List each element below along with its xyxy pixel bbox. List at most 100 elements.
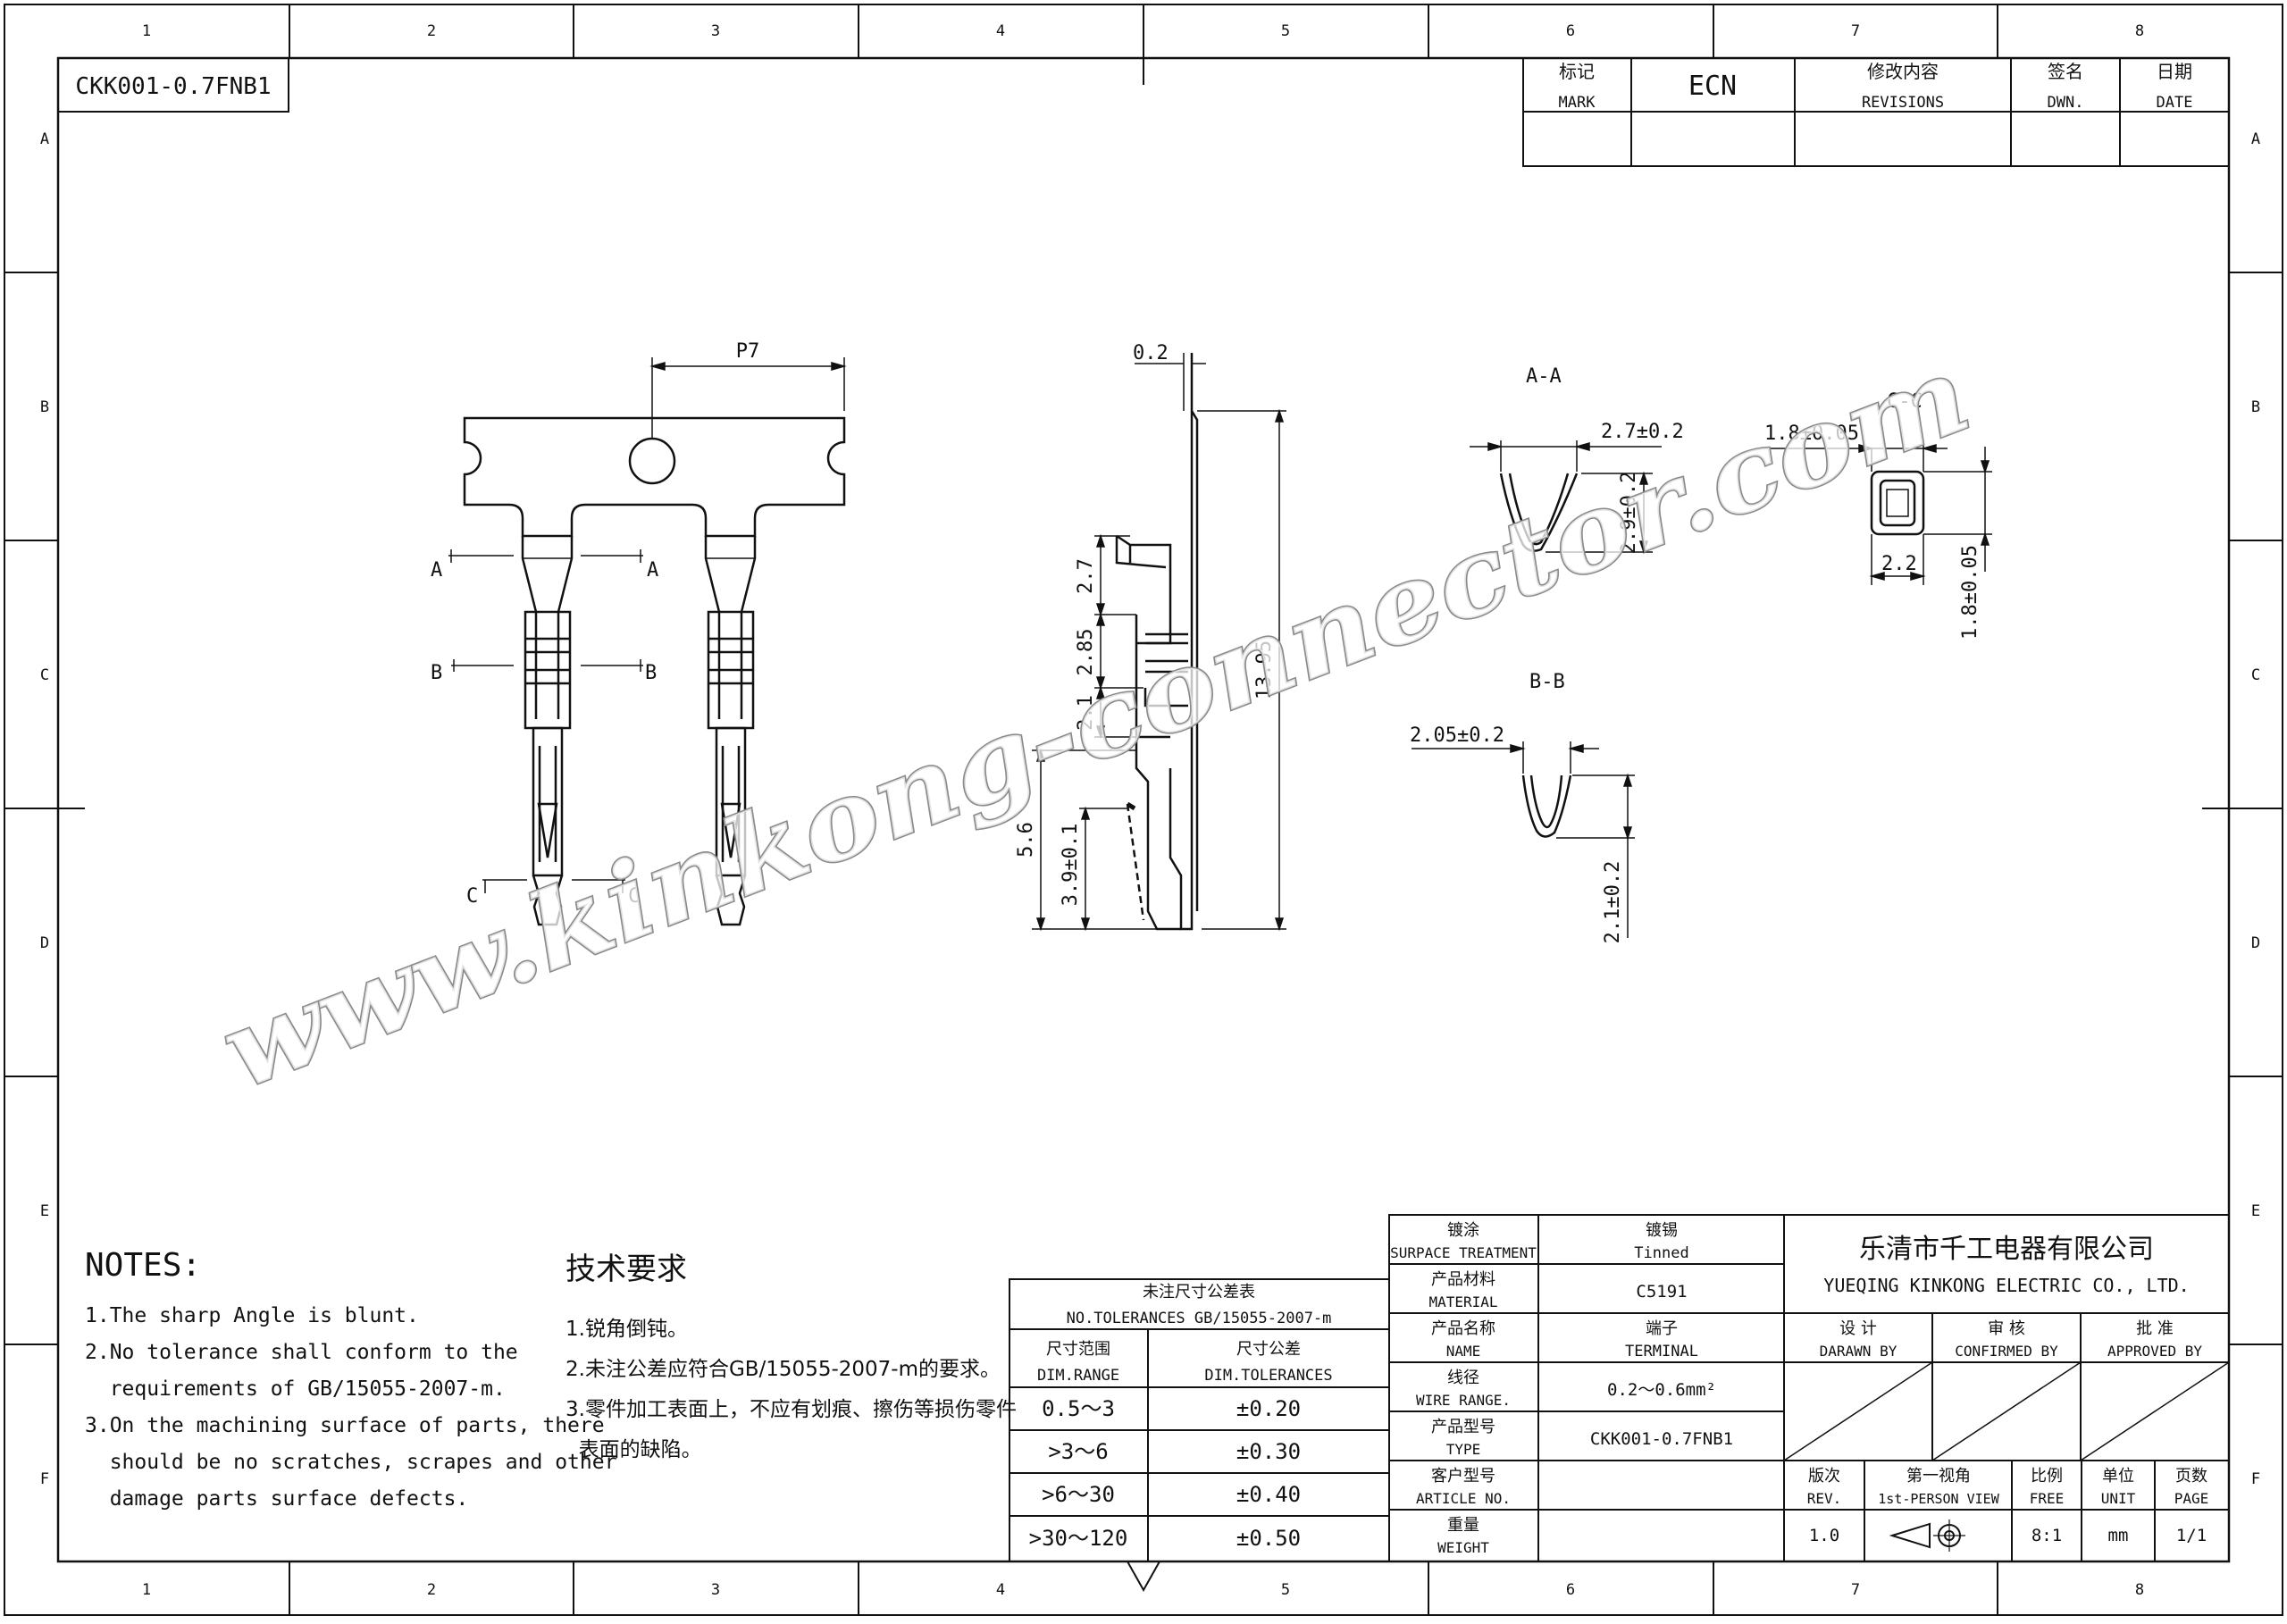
rev-sign-en: DWN. xyxy=(2048,94,2084,112)
col-label: 8 xyxy=(2135,1581,2144,1599)
tol-range: >3～6 xyxy=(1048,1439,1108,1464)
dim-cc-b: 2.2 xyxy=(1881,553,1917,575)
dim-aa-w: 2.7±0.2 xyxy=(1601,421,1684,443)
rev-mark-cn: 标记 xyxy=(1559,61,1595,82)
watermark: www.kinkong-connector.com xyxy=(205,331,1985,1113)
row-label: F xyxy=(40,1470,49,1488)
info-value-en: TERMINAL xyxy=(1625,1343,1698,1360)
notes-en-line: damage parts surface defects. xyxy=(85,1487,468,1511)
rev-ecn: ECN xyxy=(1688,71,1737,102)
row-label: A xyxy=(2251,130,2260,148)
dim-285-label: 2.85 xyxy=(1075,629,1097,676)
notes-en-line: 3.On the machining surface of parts, the… xyxy=(85,1414,605,1437)
col-label: 3 xyxy=(711,1581,720,1599)
page-value: 1/1 xyxy=(2176,1526,2207,1545)
section-bb-view xyxy=(1521,774,1572,838)
rev-content-en: REVISIONS xyxy=(1862,94,1944,112)
section-c-left: C xyxy=(466,885,478,908)
info-label-cn: 产品材料 xyxy=(1431,1270,1495,1289)
unit-label-cn: 单位 xyxy=(2102,1467,2134,1486)
title-block xyxy=(1388,1214,2230,1562)
info-label-cn: 镀涂 xyxy=(1447,1221,1479,1240)
row-label: C xyxy=(2251,666,2260,684)
info-label-en: WIRE RANGE. xyxy=(1416,1392,1511,1409)
info-label-en: NAME xyxy=(1446,1343,1481,1360)
tol-col1-en: DIM.RANGE xyxy=(1037,1367,1119,1385)
notes-en-line: 1.The sharp Angle is blunt. xyxy=(85,1304,419,1327)
col-label: 4 xyxy=(996,22,1005,40)
notes-en-line: 2.No tolerance shall conform to the xyxy=(85,1341,518,1364)
dim-27-label: 2.7 xyxy=(1075,558,1097,594)
notes-cn-line: 3.零件加工表面上，不应有划痕、擦伤等损伤零件 xyxy=(565,1398,1017,1421)
rev-mark-en: MARK xyxy=(1559,94,1596,112)
section-bb-title: B-B xyxy=(1529,671,1565,693)
dim-56-label: 5.6 xyxy=(1015,822,1037,858)
col-label: 5 xyxy=(1281,1581,1290,1599)
rev-content-cn: 修改内容 xyxy=(1867,61,1939,82)
revision-block xyxy=(1522,57,2230,167)
col-label: 8 xyxy=(2135,22,2144,40)
view-label-en: 1st-PERSON VIEW xyxy=(1878,1491,1999,1507)
dim-02-label: 0.2 xyxy=(1133,342,1169,364)
dim-21-label: 2.1 xyxy=(1075,695,1097,731)
approved-by-cn: 批 准 xyxy=(2136,1319,2174,1338)
company-name-en: YUEQING KINKONG ELECTRIC CO., LTD. xyxy=(1823,1275,2189,1296)
outer-frame xyxy=(4,4,2283,1616)
notes-cn-line: 表面的缺陷。 xyxy=(565,1438,702,1461)
tol-title-cn: 未注尺寸公差表 xyxy=(1143,1283,1255,1302)
section-aa-view xyxy=(1499,473,1579,552)
tol-range: >6～30 xyxy=(1042,1482,1115,1507)
dim-bb-h: 2.1±0.2 xyxy=(1602,861,1624,944)
info-value-en: CKK001-0.7FNB1 xyxy=(1590,1429,1733,1449)
page-label-cn: 页数 xyxy=(2175,1467,2207,1486)
row-label: F xyxy=(2251,1470,2260,1488)
col-label: 2 xyxy=(427,22,436,40)
design-by-cn: 设 计 xyxy=(1839,1319,1877,1338)
dim-1395-label: 13.95 xyxy=(1253,640,1276,699)
dim-39-label: 3.9±0.1 xyxy=(1060,824,1082,907)
dim-p7-label: P7 xyxy=(736,340,760,363)
info-label-en: MATERIAL xyxy=(1428,1293,1497,1310)
tol-title-en: NO.TOLERANCES GB/15055-2007-m xyxy=(1067,1310,1332,1327)
info-label-en: TYPE xyxy=(1446,1441,1481,1458)
front-view xyxy=(463,416,846,926)
carrier-strip xyxy=(463,416,846,538)
design-by-en: DARAWN BY xyxy=(1820,1343,1897,1360)
view-label-cn: 第一视角 xyxy=(1906,1467,1971,1486)
inner-frame xyxy=(56,56,2231,1563)
drawing-number: CKK001-0.7FNB1 xyxy=(75,73,271,100)
info-value-cn: 端子 xyxy=(1646,1319,1678,1338)
section-b-left: B xyxy=(431,662,442,684)
col-label: 3 xyxy=(711,22,720,40)
rev-date-en: DATE xyxy=(2157,94,2193,112)
section-marks xyxy=(448,549,643,893)
tol-range: >30～120 xyxy=(1029,1526,1128,1551)
terminal-right xyxy=(704,536,757,926)
tol-value: ±0.50 xyxy=(1236,1526,1301,1551)
section-c-right: C xyxy=(628,885,640,908)
section-cc-title: C-C xyxy=(1887,390,1923,413)
info-label-en: WEIGHT xyxy=(1437,1539,1489,1556)
info-value-cn: 镀锡 xyxy=(1646,1221,1678,1240)
info-label-cn: 客户型号 xyxy=(1431,1467,1495,1486)
col-label: 1 xyxy=(142,22,151,40)
tol-col1-cn: 尺寸范围 xyxy=(1046,1340,1110,1359)
info-label-cn: 线径 xyxy=(1447,1369,1479,1387)
info-label-cn: 重量 xyxy=(1447,1516,1479,1535)
row-label: C xyxy=(40,666,49,684)
col-label: 1 xyxy=(142,1581,151,1599)
rev-value: 1.0 xyxy=(1809,1526,1839,1545)
notes-cn: 技术要求 1.锐角倒钝。 2.未注公差应符合GB/15055-2007-m的要求… xyxy=(565,1251,1017,1461)
notes-en-heading: NOTES: xyxy=(85,1247,201,1284)
row-label: E xyxy=(2251,1202,2260,1220)
dim-p7 xyxy=(649,357,847,438)
info-value-en: 0.2～0.6mm² xyxy=(1607,1380,1716,1400)
col-label: 7 xyxy=(1851,22,1860,40)
unit-label-en: UNIT xyxy=(2101,1490,2136,1507)
side-view-dims xyxy=(1032,353,1286,932)
company-name-cn: 乐清市千工电器有限公司 xyxy=(1859,1234,2154,1265)
col-label: 7 xyxy=(1851,1581,1860,1599)
notes-cn-line: 1.锐角倒钝。 xyxy=(565,1318,688,1341)
dim-aa-h: 2.9±0.2 xyxy=(1618,472,1640,555)
